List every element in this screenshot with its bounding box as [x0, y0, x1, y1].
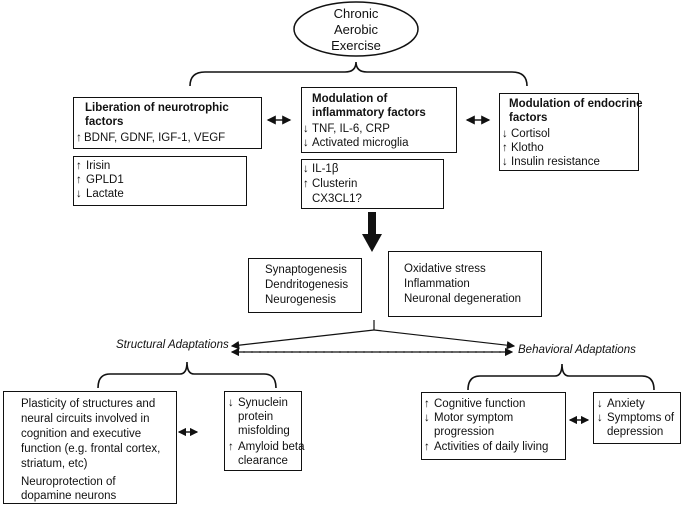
increase-item-2: Dendritogenesis — [265, 279, 349, 291]
neurotrophic-extra-item-1: Irisin — [86, 160, 111, 172]
inflammatory-title-1: Modulation of — [312, 93, 388, 105]
decrease-item-2: Inflammation — [404, 278, 470, 290]
neurotrophic-box — [73, 97, 262, 149]
synuclein-line-4: Amyloid beta — [238, 441, 305, 453]
down-arrow-icon: ↓ — [303, 163, 309, 175]
up-arrow-icon: ↑ — [76, 160, 82, 172]
protection-line-1: Neuroprotection of — [21, 476, 116, 488]
anxiety-box — [593, 392, 681, 444]
cognitive-box — [421, 392, 566, 460]
inflammatory-title-2: inflammatory factors — [312, 107, 426, 119]
plasticity-line-3: cognition and executive — [21, 428, 142, 440]
root-line-2: Aerobic — [333, 22, 379, 37]
synuclein-line-5: clearance — [238, 455, 288, 467]
root-title: Chronic Aerobic Exercise — [316, 6, 396, 54]
increase-item-1: Synaptogenesis — [265, 264, 347, 276]
inflammatory-box — [301, 87, 457, 153]
decrease-item-3: Neuronal degeneration — [404, 293, 522, 305]
down-arrow-icon: ↓ — [597, 398, 603, 410]
behavioral-label: Behavioral Adaptations — [518, 344, 636, 356]
behavioral-brace — [467, 363, 655, 391]
down-arrow-icon: ↓ — [303, 123, 309, 135]
down-arrow-icon: ↓ — [502, 128, 508, 140]
neurotrophic-extra-item-3: Lactate — [86, 188, 124, 200]
anxiety-item-1: Anxiety — [607, 398, 645, 410]
decrease-box — [388, 251, 542, 317]
anxiety-item-3: depression — [607, 426, 664, 438]
neurotrophic-title-1: Liberation of neurotrophic — [85, 102, 229, 114]
inflammatory-extra-item-2: Clusterin — [312, 178, 358, 190]
cognitive-item-2: Motor symptom — [434, 412, 514, 424]
plasticity-line-4: function (e.g. frontal cortex, — [21, 443, 161, 455]
protection-line-2: dopamine neurons — [21, 490, 117, 502]
down-arrow-icon: ↓ — [424, 412, 430, 424]
synuclein-line-3: misfolding — [238, 425, 290, 437]
up-arrow-icon: ↑ — [303, 178, 309, 190]
endocrine-box — [499, 93, 639, 171]
endocrine-item-2: Klotho — [511, 142, 544, 154]
synuclein-box — [224, 391, 302, 471]
plasticity-line-5: striatum, etc) — [21, 458, 88, 470]
plasticity-box — [3, 391, 177, 504]
neurotrophic-extra-item-2: GPLD1 — [86, 174, 124, 186]
synuclein-line-1: Synuclein — [238, 397, 288, 409]
structural-brace — [97, 361, 277, 389]
down-arrow-icon: ↓ — [303, 137, 309, 149]
neurotrophic-extra-box — [73, 156, 247, 206]
inflammatory-item-2: Activated microglia — [312, 137, 409, 149]
down-arrow-icon: ↓ — [228, 397, 234, 409]
cognitive-item-1: Cognitive function — [434, 398, 526, 410]
endocrine-title-1: Modulation of endocrine — [509, 98, 643, 110]
plasticity-line-1: Plasticity of structures and — [21, 398, 156, 410]
up-arrow-icon: ↑ — [76, 130, 82, 144]
cognitive-item-4: Activities of daily living — [434, 441, 549, 453]
increase-box — [248, 258, 362, 313]
down-arrow-icon: ↓ — [502, 156, 508, 168]
increase-item-3: Neurogenesis — [265, 294, 336, 306]
inflammatory-extra-item-1: IL-1β — [312, 163, 339, 175]
neurotrophic-item-1: BDNF, GDNF, IGF-1, VEGF — [84, 132, 226, 144]
up-arrow-icon: ↑ — [424, 441, 430, 453]
inflammatory-extra-item-3: CX3CL1? — [312, 193, 362, 205]
up-arrow-icon: ↑ — [76, 174, 82, 186]
structural-label: Structural Adaptations — [116, 339, 229, 351]
inflammatory-extra-box — [301, 159, 444, 209]
inflammatory-item-1: TNF, IL-6, CRP — [312, 123, 390, 135]
cognitive-item-3: progression — [434, 426, 495, 438]
endocrine-title-2: factors — [509, 112, 548, 124]
root-line-1: Chronic — [333, 6, 379, 21]
up-arrow-icon: ↑ — [424, 398, 430, 410]
down-arrow-icon: ↓ — [597, 412, 603, 424]
big-down-arrow — [362, 212, 382, 252]
synuclein-line-2: protein — [238, 411, 274, 423]
endocrine-item-3: Insulin resistance — [511, 156, 600, 168]
top-brace — [189, 61, 528, 87]
down-arrow-icon: ↓ — [76, 188, 82, 200]
anxiety-item-2: Symptoms of — [607, 412, 675, 424]
root-line-3: Exercise — [331, 38, 381, 53]
decrease-item-1: Oxidative stress — [404, 263, 486, 275]
root-oval — [293, 1, 419, 57]
up-arrow-icon: ↑ — [502, 142, 508, 154]
plasticity-line-2: neural circuits involved in — [21, 413, 150, 425]
adaptation-fork — [230, 320, 516, 350]
endocrine-item-1: Cortisol — [511, 128, 550, 140]
neurotrophic-title-2: factors — [85, 116, 124, 128]
up-arrow-icon: ↑ — [228, 441, 234, 453]
